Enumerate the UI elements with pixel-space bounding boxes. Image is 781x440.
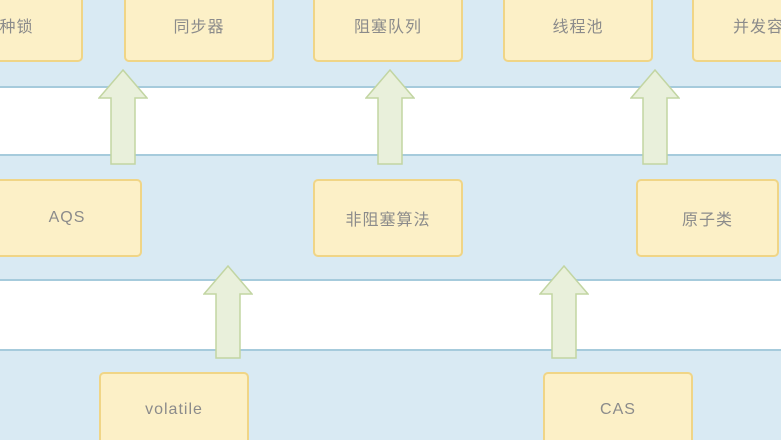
box-cas: CAS [543,372,693,440]
box-label: 线程池 [552,18,604,36]
box-blocking-queues: 阻塞队列 [313,0,463,62]
box-label: 非阻塞算法 [345,212,431,229]
box-non-blocking-algorithms: 非阻塞算法 [313,179,463,257]
arrow-up-icon [365,69,415,165]
box-label: 原子类 [681,212,733,229]
box-label: AQS [48,209,86,226]
box-synchronizers: 同步器 [124,0,274,62]
box-concurrent-containers: 并发容器 [692,0,781,62]
box-aqs: AQS [0,179,142,257]
box-label: CAS [600,400,636,418]
box-locks: 各种锁 [0,0,83,62]
arrow-up-icon [203,265,253,359]
box-label: 阻塞队列 [353,18,422,36]
box-atomic-classes: 原子类 [636,179,779,257]
arrow-up-icon [539,265,589,359]
arrow-up-icon [98,69,148,165]
box-thread-pool: 线程池 [503,0,653,62]
box-label: 并发容器 [732,18,781,36]
arrow-up-icon [630,69,680,165]
box-label: 同步器 [173,18,225,36]
box-volatile: volatile [99,372,249,440]
box-label: 各种锁 [0,18,34,36]
box-label: volatile [145,400,203,418]
